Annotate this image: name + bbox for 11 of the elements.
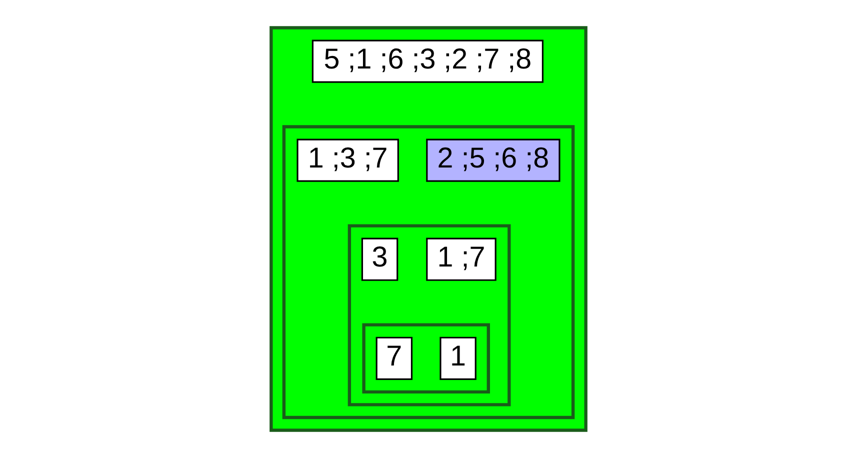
node-box: 1 (439, 336, 476, 380)
cluster (269, 26, 587, 432)
node-box: 3 (360, 238, 398, 281)
node-box: 1 ;3 ;7 (296, 138, 398, 182)
node-box: 1 ;7 (426, 238, 496, 281)
cluster (347, 224, 510, 406)
cluster (282, 125, 574, 420)
node-box: 5 ;1 ;6 ;3 ;2 ;7 ;8 (311, 40, 543, 83)
node-box: 2 ;5 ;6 ;8 (426, 138, 560, 182)
node-box: 7 (375, 336, 412, 380)
cluster (362, 323, 490, 394)
